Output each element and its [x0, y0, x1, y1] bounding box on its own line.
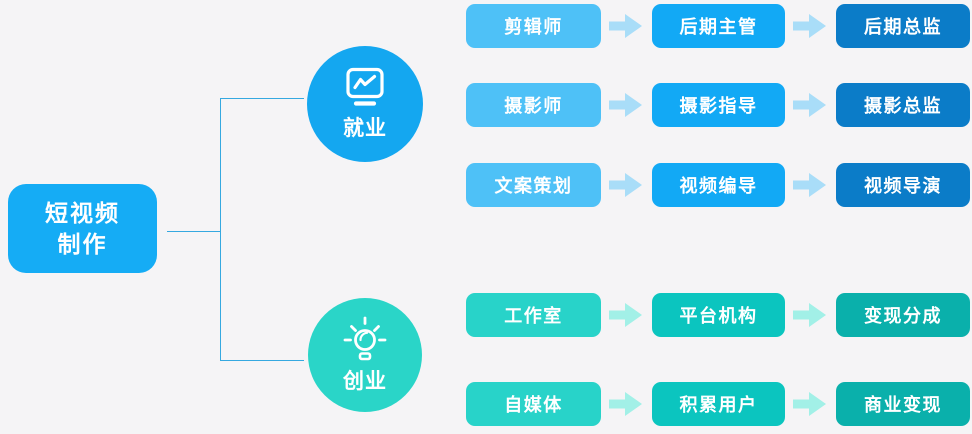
- step-box-photographer: 摄影师: [466, 83, 601, 127]
- root-node: 短视频 制作: [8, 184, 157, 273]
- connector-line: [167, 231, 221, 232]
- arrow-right-icon: [793, 93, 826, 117]
- connector-line: [221, 360, 304, 361]
- step-box-post-director: 后期总监: [836, 4, 970, 48]
- branch-node-employment: 就业: [307, 46, 423, 162]
- arrow-right-icon: [793, 173, 826, 197]
- connector-line: [221, 98, 304, 99]
- step-box-studio: 工作室: [466, 293, 601, 337]
- arrow-right-icon: [793, 303, 826, 327]
- arrow-right-icon: [609, 392, 642, 416]
- step-box-video-director: 视频导演: [836, 163, 970, 207]
- root-node-line2: 制作: [57, 230, 108, 257]
- branch-node-entrepreneurship: 创业: [308, 298, 422, 412]
- arrow-right-icon: [793, 392, 826, 416]
- step-box-editor: 剪辑师: [466, 4, 601, 48]
- step-box-video-editor-director: 视频编导: [652, 163, 785, 207]
- lightbulb-icon: [343, 316, 387, 361]
- step-box-photography-guide: 摄影指导: [652, 83, 785, 127]
- root-node-line1: 短视频: [45, 199, 120, 226]
- arrow-right-icon: [609, 14, 642, 38]
- step-box-copywriter: 文案策划: [466, 163, 601, 207]
- step-box-post-supervisor: 后期主管: [652, 4, 785, 48]
- arrow-right-icon: [609, 93, 642, 117]
- step-box-self-media: 自媒体: [466, 382, 601, 426]
- step-box-revenue-share: 变现分成: [836, 293, 970, 337]
- step-box-platform-agency: 平台机构: [652, 293, 785, 337]
- arrow-right-icon: [609, 303, 642, 327]
- branch-label: 创业: [343, 370, 387, 393]
- arrow-right-icon: [609, 173, 642, 197]
- arrow-right-icon: [793, 14, 826, 38]
- step-box-accumulate-users: 积累用户: [652, 382, 785, 426]
- connector-line: [220, 98, 221, 361]
- step-box-photography-director: 摄影总监: [836, 83, 970, 127]
- step-box-commercial-monetization: 商业变现: [836, 382, 970, 426]
- branch-label: 就业: [343, 117, 387, 140]
- presentation-chart-icon: [346, 67, 384, 106]
